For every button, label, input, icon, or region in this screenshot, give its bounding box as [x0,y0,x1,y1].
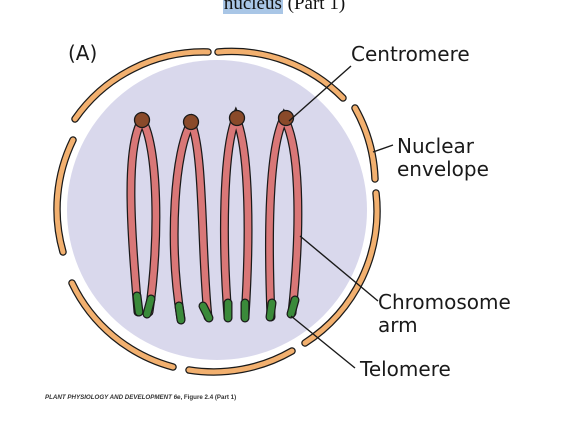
nuclear-envelope [53,47,381,376]
centromere-label: Centromere [351,42,470,66]
chromosome-arm-label-line2: arm [378,313,418,337]
chromosome-3 [219,106,253,323]
chromosome-1 [126,111,161,319]
figure-credit: PLANT PHYSIOLOGY AND DEVELOPMENT 6e, Fig… [45,394,236,401]
nuclear-envelope-leader [372,144,394,153]
nuclear-envelope-label-line2: envelope [397,157,489,181]
caption-highlight: nucleus [222,0,283,14]
chromosome-2 [169,113,214,325]
chromosome-arm-label-line1: Chromosome [378,290,511,314]
credit-book: PLANT PHYSIOLOGY AND DEVELOPMENT 6e [45,394,181,401]
chromosome-4 [264,108,303,322]
chromosome-arm-leader [299,235,379,302]
centromere-leader [288,65,352,122]
centromere [277,109,295,127]
centromere [228,109,246,127]
figure-caption: nucleus (Part 1) [0,0,568,15]
panel-label: (A) [68,41,97,65]
centromere [182,113,200,131]
credit-figure: , Figure 2.4 (Part 1) [180,394,237,401]
centromere [133,111,151,129]
telomere-label: Telomere [359,357,451,381]
nuclear-envelope-label-line1: Nuclear [397,134,475,158]
telomere-leader [290,315,356,369]
leader-lines [288,65,394,369]
caption-rest: (Part 1) [282,0,346,14]
nucleoplasm [67,60,367,360]
